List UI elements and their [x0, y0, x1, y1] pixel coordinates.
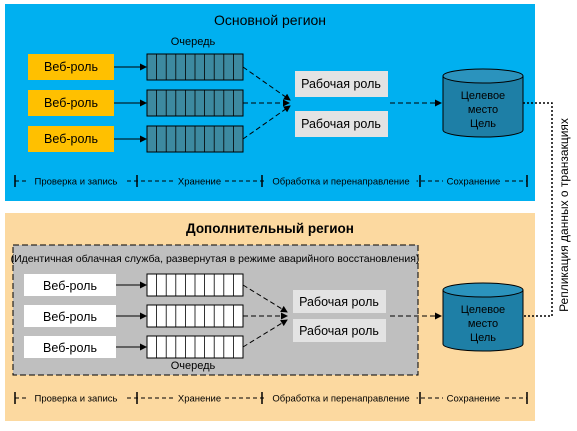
secondary-queue-1 [146, 273, 244, 297]
secondary-arrow-queue-to-worker-3 [242, 319, 288, 348]
primary-web-role-1 [28, 54, 114, 80]
primary-storage-line-3: Цель [470, 118, 496, 130]
secondary-storage-line-2: место [468, 318, 498, 330]
primary-web-role-2 [28, 90, 114, 116]
secondary-queue-3 [146, 335, 244, 359]
timeline-label-bg [26, 392, 126, 404]
timeline-stage-label: Сохранение [447, 394, 501, 405]
secondary-storage-line-1: Целевое [461, 304, 505, 316]
timeline-label-bg [443, 392, 504, 404]
timeline-label-bg [443, 175, 504, 187]
timeline-label-bg [26, 175, 126, 187]
primary-region-title: Основной регион [214, 12, 326, 28]
secondary-storage-line-3: Цель [470, 332, 496, 344]
primary-queue-3 [146, 125, 244, 153]
secondary-worker-role-2-label: Рабочая роль [299, 324, 379, 338]
timeline-stage-label: Сохранение [447, 177, 501, 188]
secondary-storage-cylinder-icon [442, 282, 524, 352]
dr-service-note: (Идентичная облачная служба, развернутая… [11, 253, 420, 265]
primary-stage-timeline: Проверка и запись Хранение Обработка и пер… [14, 175, 528, 188]
primary-web-role-2-label: Веб-роль [44, 96, 98, 110]
secondary-arrow-queue-to-worker-1 [242, 284, 288, 313]
secondary-queue-2 [146, 304, 244, 328]
primary-storage-line-2: место [468, 104, 498, 116]
primary-storage-cylinder-icon [442, 68, 524, 138]
secondary-web-role-1-label: Веб-роль [43, 279, 97, 293]
primary-worker-role-1 [295, 71, 388, 97]
timeline-label-bg [174, 392, 225, 404]
replication-label: Репликация данных о транзакциях [557, 118, 571, 312]
timeline-stage-label: Проверка и запись [35, 394, 118, 405]
timeline-stage-label: Обработка и перенаправление [272, 177, 409, 188]
secondary-web-role-3 [24, 336, 116, 358]
timeline-label-bg [265, 175, 417, 187]
secondary-web-role-2 [24, 305, 116, 327]
timeline-label-bg [174, 175, 225, 187]
primary-queue-1 [146, 53, 244, 81]
timeline-stage-label: Проверка и запись [35, 177, 118, 188]
secondary-web-role-1 [24, 274, 116, 296]
timeline-stage-label: Хранение [178, 394, 221, 405]
secondary-region-title: Дополнительный регион [186, 221, 354, 236]
replication-connector: Репликация данных о транзакциях [523, 102, 571, 317]
primary-storage-line-1: Целевое [461, 90, 505, 102]
primary-web-role-3 [28, 126, 114, 152]
primary-worker-role-2 [295, 111, 388, 137]
secondary-web-role-3-label: Веб-роль [43, 341, 97, 355]
primary-arrow-queue-to-worker-1 [242, 66, 291, 101]
primary-queue-label: Очередь [171, 36, 216, 48]
timeline-stage-label: Хранение [178, 177, 221, 188]
secondary-web-role-2-label: Веб-роль [43, 310, 97, 324]
secondary-stage-timeline: Проверка и запись Хранение Обработка и пер… [14, 392, 528, 405]
secondary-worker-role-1 [293, 290, 386, 313]
primary-queue-2 [146, 89, 244, 117]
timeline-label-bg [265, 392, 417, 404]
secondary-region: Дополнительный регион (Идентичная облачн… [5, 213, 535, 421]
primary-web-role-1-label: Веб-роль [44, 60, 98, 74]
timeline-stage-label: Обработка и перенаправление [272, 394, 409, 405]
primary-worker-role-2-label: Рабочая роль [301, 117, 381, 131]
secondary-worker-role-2 [293, 319, 386, 342]
secondary-worker-role-1-label: Рабочая роль [299, 295, 379, 309]
primary-worker-role-1-label: Рабочая роль [301, 77, 381, 91]
primary-arrow-queue-to-worker-3 [242, 105, 291, 140]
secondary-queue-label: Очередь [171, 360, 216, 372]
primary-web-role-3-label: Веб-роль [44, 132, 98, 146]
primary-region: Основной регион Веб-роль Веб-роль Веб-ро… [5, 4, 535, 201]
